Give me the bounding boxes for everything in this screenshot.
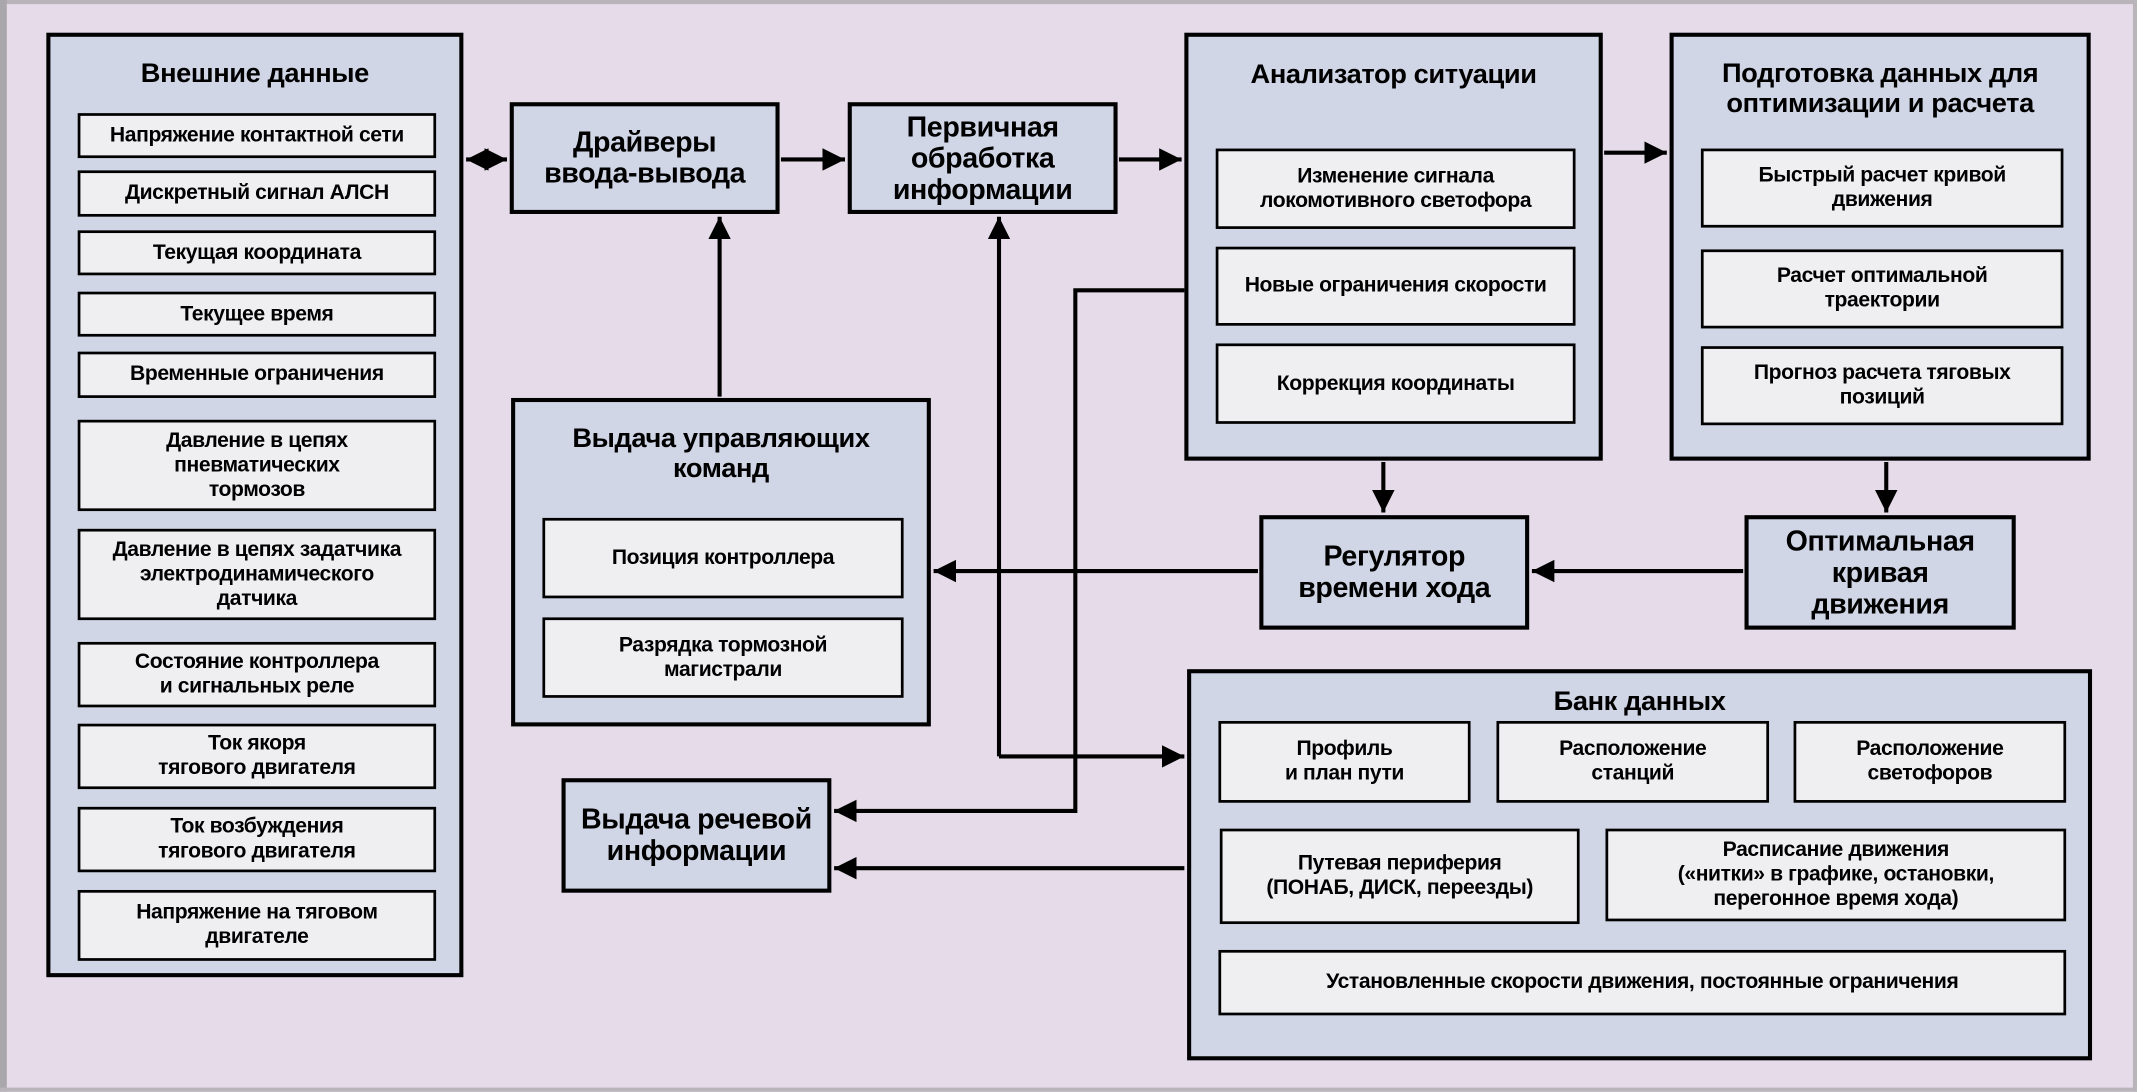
external-data-item: Текущее время: [77, 291, 437, 337]
control-commands-item: Позиция контроллера: [542, 517, 904, 599]
data-bank-item: Профиль и план пути: [1218, 720, 1471, 803]
data-bank-item: Расположение светофоров: [1793, 720, 2067, 803]
control-commands-block: Выдача управляющих команд Позиция контро…: [511, 397, 931, 727]
external-data-item: Напряжение контактной сети: [77, 113, 437, 159]
data-bank-item: Расписание движения («нитки» в графике, …: [1605, 828, 2067, 922]
external-data-item: Напряжение на тяговом двигателе: [77, 889, 437, 961]
optimization-prep-block: Подготовка данных для оптимизации и расч…: [1669, 32, 2091, 461]
external-data-item: Текущая координата: [77, 230, 437, 276]
optimization-prep-item: Быстрый расчет кривой движения: [1700, 148, 2064, 228]
external-data-item: Давление в цепях пневматических тормозов: [77, 419, 437, 512]
frame-right: [2132, 0, 2137, 1092]
external-data-item: Ток якоря тягового двигателя: [77, 723, 437, 790]
frame-bottom: [0, 1087, 2137, 1092]
io-drivers-block: Драйверы ввода-вывода: [509, 102, 780, 214]
external-data-item: Давление в цепях задатчика электродинами…: [77, 528, 437, 621]
speech-output-block: Выдача речевой информации: [561, 778, 832, 893]
optimal-curve-block: Оптимальная кривая движения: [1744, 515, 2016, 630]
external-data-block: Внешние данные Напряжение контактной сет…: [46, 32, 464, 978]
external-data-item: Состояние контроллера и сигнальных реле: [77, 641, 437, 708]
external-data-item: Временные ограничения: [77, 351, 437, 398]
data-bank-title: Банк данных: [1553, 686, 1726, 717]
situation-analyzer-block: Анализатор ситуации Изменение сигнала ло…: [1184, 32, 1603, 461]
data-bank-item: Установленные скорости движения, постоян…: [1218, 949, 2067, 1016]
external-data-title: Внешние данные: [140, 58, 370, 89]
situation-analyzer-item: Изменение сигнала локомотивного светофор…: [1215, 148, 1576, 229]
data-bank-item: Расположение станций: [1496, 720, 1770, 803]
primary-processing-block: Первичная обработка информации: [847, 102, 1118, 214]
situation-analyzer-item: Новые ограничения скорости: [1215, 246, 1576, 326]
optimization-prep-item: Расчет оптимальной траектории: [1700, 249, 2064, 329]
data-bank-item: Путевая периферия (ПОНАБ, ДИСК, переезды…: [1219, 828, 1580, 925]
control-commands-title: Выдача управляющих команд: [572, 423, 870, 484]
optimization-prep-item: Прогноз расчета тяговых позиций: [1700, 346, 2064, 426]
external-data-item: Ток возбуждения тягового двигателя: [77, 806, 437, 873]
situation-analyzer-title: Анализатор ситуации: [1250, 59, 1537, 90]
external-data-item: Дискретный сигнал АЛСН: [77, 170, 437, 217]
frame-left: [0, 0, 7, 1092]
optimization-prep-title: Подготовка данных для оптимизации и расч…: [1721, 58, 2039, 119]
control-commands-item: Разрядка тормозной магистрали: [542, 617, 904, 698]
data-bank-block: Банк данных Профиль и план пути Располож…: [1187, 669, 2093, 1061]
frame-top: [0, 0, 2137, 5]
run-time-regulator-block: Регулятор времени хода: [1259, 515, 1530, 630]
situation-analyzer-item: Коррекция координаты: [1215, 343, 1576, 424]
